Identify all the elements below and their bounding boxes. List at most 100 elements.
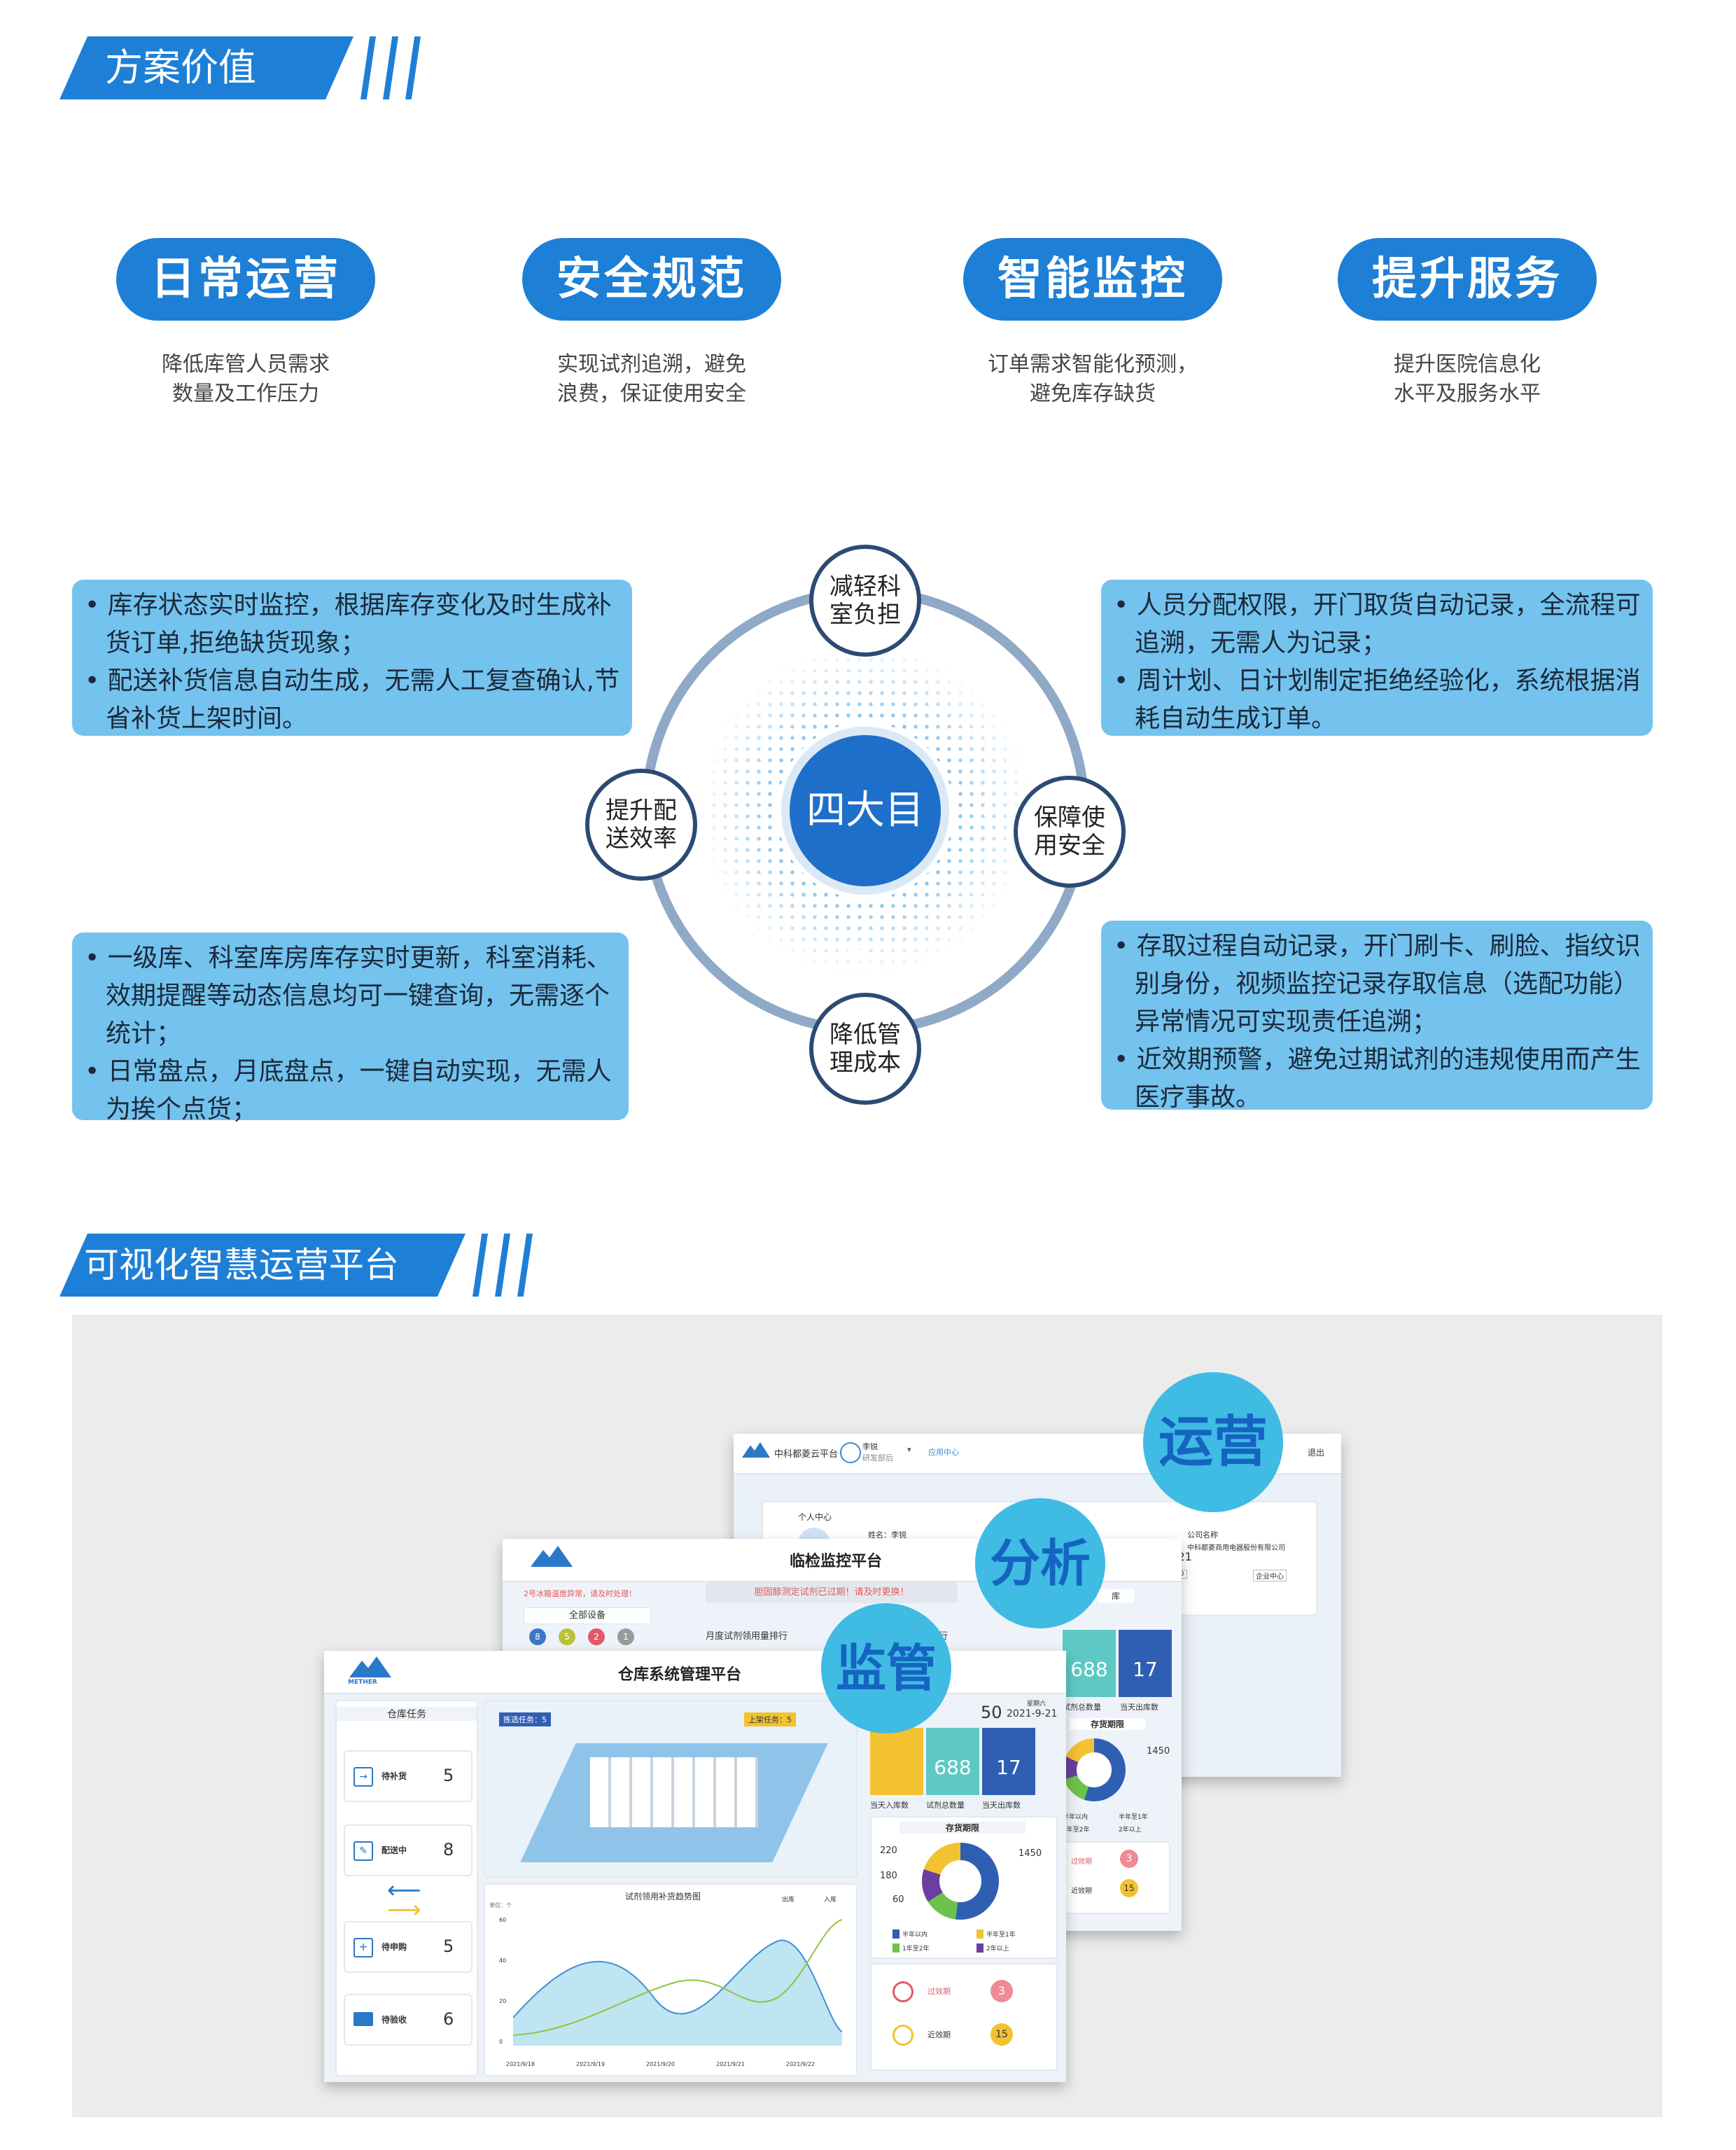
task-panel: 仓库任务 → 待补货 5 ✎ 配送中 8 ⟵ ⟶ + 待申购 5 待验收 6 — [335, 1700, 478, 2076]
bullet: • 配送补货信息自动生成，无需人工复查确认,节省补货上架时间。 — [85, 666, 620, 733]
out-area — [513, 1940, 842, 2046]
x-tick: 2021/9/18 — [506, 2061, 536, 2067]
tile-out: 17 — [1119, 1630, 1172, 1697]
rank-title: 月度试剂领用量排行 — [706, 1631, 788, 1642]
arrow-right-icon: ⟶ — [387, 1896, 421, 1924]
avatar[interactable] — [840, 1442, 861, 1463]
pill-service: 提升服务 — [1338, 238, 1597, 321]
tile-total-label: 试剂总数量 — [1063, 1703, 1101, 1712]
section-header-platform: 可视化智慧运营平台 — [59, 1234, 533, 1297]
node-line: 保障使 — [1034, 804, 1105, 832]
legend-in: 入库 — [824, 1897, 837, 1904]
legend-1: 半年以内 — [1063, 1814, 1088, 1821]
section-header-value: 方案价值 — [59, 36, 421, 99]
task-card-purchase[interactable]: + 待申购 5 — [344, 1921, 472, 1973]
header-bar — [59, 36, 354, 99]
y-tick: 40 — [499, 1957, 507, 1964]
task-label: 待验收 — [382, 2015, 407, 2025]
app-center-link[interactable]: 应用中心 — [928, 1448, 959, 1457]
tile-in — [870, 1728, 923, 1795]
desc-line: 数量及工作压力 — [172, 382, 319, 406]
logout-link[interactable]: 退出 — [1308, 1448, 1325, 1458]
clock-icon — [892, 2025, 913, 2046]
warehouse-3d-view[interactable]: 拣选任务：5 上架任务：5 — [484, 1700, 858, 1878]
info-box-bottom-right: • 存取过程自动记录，开门刷卡、刷脸、指纹识别身份，视频监控记录存取信息（选配功… — [1101, 921, 1653, 1112]
goal-node-left: 提升配送效率 — [585, 769, 697, 881]
header-slash — [360, 36, 376, 99]
donut-label: 1450 — [1018, 1848, 1042, 1859]
y-tick: 0 — [499, 2039, 503, 2045]
legend-out: 出库 — [782, 1897, 795, 1904]
shelf-rack — [590, 1757, 758, 1827]
legend-3: 1年至2年 — [892, 1943, 929, 1953]
task-count: 5 — [443, 1766, 454, 1785]
task-card-restock[interactable]: → 待补货 5 — [344, 1750, 472, 1802]
clock-icon — [892, 1981, 913, 2002]
desc-line: 实现试剂追溯，避免 — [557, 352, 746, 377]
near-count: 15 — [1120, 1879, 1138, 1897]
bubble-operations: 运营 — [1143, 1372, 1283, 1512]
swap-arrows-icon: ⟵ ⟶ — [387, 1878, 421, 1924]
task-card-acceptance[interactable]: 待验收 6 — [344, 1994, 472, 2046]
company-name: 中科都菱商用电器股份有限公司 — [1187, 1544, 1285, 1552]
bubble-supervision: 监管 — [821, 1603, 951, 1733]
pick-task-badge: 拣选任务：5 — [499, 1712, 551, 1726]
header-bar — [59, 1234, 465, 1297]
date-text: 2021-9-21 — [1007, 1708, 1058, 1719]
pill-desc: 提升医院信息化 水平及服务水平 — [1292, 350, 1642, 409]
restock-icon: → — [354, 1767, 373, 1787]
donut-hole — [939, 1860, 981, 1902]
donut-label: 180 — [880, 1871, 897, 1881]
user-name: 李锐 — [862, 1442, 878, 1451]
alert-temp: 2号冰箱温度异常，请及时处理！ — [524, 1589, 636, 1598]
weekday-text: 星期六 — [1027, 1701, 1046, 1708]
legend-3: 1年至2年 — [1063, 1827, 1090, 1834]
desc-line: 降低库管人员需求 — [162, 352, 330, 377]
donut-label: 60 — [892, 1894, 904, 1905]
desc-line: 提升医院信息化 — [1394, 352, 1541, 377]
trend-lines — [513, 1919, 842, 2046]
section-title: 可视化智慧运营平台 — [84, 1245, 399, 1285]
num-fifty: 50 — [981, 1703, 1002, 1722]
bullet: • 日常盘点，月底盘点，一键自动实现，无需人为挨个点货； — [85, 1057, 612, 1124]
bullet: • 库存状态实时监控，根据库存变化及时生成补货订单,拒绝缺货现象； — [85, 591, 612, 657]
logo-icon — [349, 1656, 391, 1677]
edit-icon: ✎ — [354, 1841, 373, 1861]
logo-icon — [531, 1546, 573, 1567]
out-line — [513, 1939, 842, 2032]
alert-text: 胆固醇测定试剂已过期！请及时更换！ — [754, 1587, 909, 1598]
task-card-delivering[interactable]: ✎ 配送中 8 — [344, 1824, 472, 1876]
shelf-task-badge: 上架任务：5 — [744, 1712, 796, 1726]
chart-title: 试剂领用补货趋势图 — [625, 1892, 701, 1901]
expiry-card: 过效期 3 近效期 15 — [1056, 1841, 1170, 1914]
section-title: 方案价值 — [105, 46, 256, 90]
tile-out: 17 — [982, 1728, 1035, 1795]
node-line: 提升配 — [606, 797, 677, 825]
legend-2: 半年至1年 — [1119, 1814, 1148, 1821]
bracket-label: 库 — [1098, 1589, 1135, 1603]
enterprise-tag[interactable]: 企业中心 — [1253, 1570, 1287, 1582]
device-count-gray: 1 — [617, 1628, 634, 1645]
info-box-top-left: • 库存状态实时监控，根据库存变化及时生成补货订单,拒绝缺货现象； • 配送补货… — [72, 580, 632, 736]
near-label: 近效期 — [1071, 1887, 1092, 1895]
near-label: 近效期 — [927, 2030, 951, 2039]
screenshot-warehouse: METHER 仓库系统管理平台 仓库任务 → 待补货 5 ✎ 配送中 8 ⟵ ⟶… — [324, 1651, 1066, 2082]
device-count-green: 8 — [529, 1628, 546, 1645]
tile-value: 688 — [934, 1756, 972, 1779]
tile-in-label: 当天入库数 — [870, 1801, 909, 1810]
all-devices-button[interactable]: 全部设备 — [524, 1607, 651, 1624]
pill-desc: 降低库管人员需求 数量及工作压力 — [71, 350, 421, 409]
task-count: 5 — [443, 1936, 454, 1956]
donut-value: 1450 — [1147, 1746, 1170, 1757]
tile-total-label: 试剂总数量 — [926, 1801, 965, 1810]
legend-1: 半年以内 — [892, 1929, 927, 1939]
tile-total: 688 — [1063, 1630, 1116, 1697]
add-box-icon: + — [354, 1938, 373, 1957]
chevron-down-icon[interactable]: ▾ — [907, 1445, 911, 1454]
info-box-top-right: • 人员分配权限，开门取货自动记录，全流程可追溯，无需人为记录； • 周计划、日… — [1101, 580, 1653, 736]
desc-line: 浪费，保证使用安全 — [557, 382, 746, 406]
goal-node-right: 保障使用安全 — [1014, 776, 1126, 888]
donut-label: 220 — [880, 1845, 897, 1856]
expired-label: 过效期 — [927, 1987, 951, 1996]
top-bar: METHER 仓库系统管理平台 — [324, 1651, 1066, 1694]
